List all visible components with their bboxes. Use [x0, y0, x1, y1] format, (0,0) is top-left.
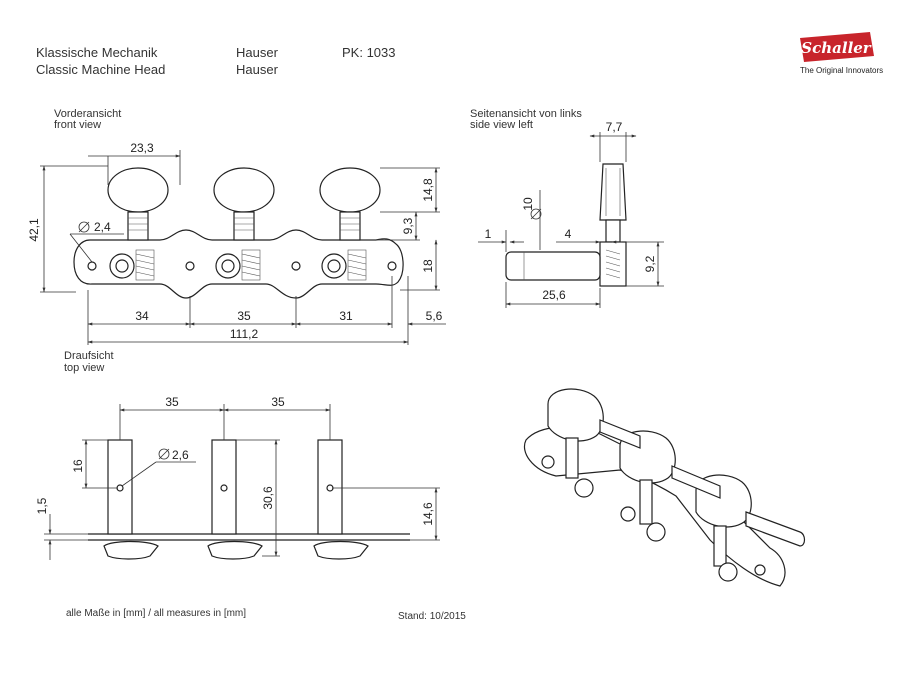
mounting-hole — [185, 261, 195, 271]
mounting-hole — [291, 261, 301, 271]
front-view-label-de: Vorderansicht — [54, 108, 122, 120]
dim-35-top-b: 35 — [271, 395, 285, 409]
title-german: Klassische Mechanik — [36, 45, 158, 60]
dim-9-3: 9,3 — [401, 217, 415, 234]
dim-5-6: 5,6 — [426, 309, 443, 323]
dim-4: 4 — [565, 227, 572, 241]
side-view: 7,7 10 1 4 9,2 25,6 — [478, 120, 664, 308]
tuner-3 — [319, 167, 381, 281]
dim-14-6: 14,6 — [421, 502, 435, 526]
front-view: 23,3 42,1 2,4 14,8 9,3 18 — [27, 141, 446, 345]
revision-date: Stand: 10/2015 — [398, 611, 466, 622]
dim-25-6: 25,6 — [542, 288, 566, 302]
dim-111-2: 111,2 — [230, 327, 259, 341]
dim-16: 16 — [71, 459, 85, 473]
dim-dia-2-6: 2,6 — [172, 448, 189, 462]
schaller-logo: Schaller The Original Innovators — [798, 30, 883, 80]
side-view-label-en: side view left — [470, 119, 533, 131]
brand-tagline: The Original Innovators — [800, 66, 884, 75]
tuner-2 — [213, 167, 275, 281]
mounting-hole — [87, 261, 97, 271]
model-english: Hauser — [236, 62, 278, 77]
dim-35-top-a: 35 — [165, 395, 179, 409]
dim-42-1: 42,1 — [27, 218, 41, 242]
top-button-2 — [207, 540, 263, 560]
dim-1-5: 1,5 — [35, 497, 49, 514]
front-view-label-en: front view — [54, 119, 102, 131]
dim-7-7: 7,7 — [606, 120, 623, 134]
dim-18: 18 — [421, 259, 435, 273]
side-post — [505, 251, 601, 281]
top-button-1 — [103, 540, 159, 560]
dim-dia-10: 10 — [521, 197, 535, 211]
dim-31: 31 — [339, 309, 353, 323]
dim-9-2: 9,2 — [643, 255, 657, 272]
mounting-hole — [387, 261, 397, 271]
tuner-1 — [107, 167, 169, 281]
dim-30-6: 30,6 — [261, 486, 275, 510]
dim-dia-2-4: 2,4 — [94, 220, 111, 234]
svg-text:Schaller: Schaller — [801, 39, 872, 57]
perspective-view — [523, 388, 806, 587]
dim-1: 1 — [485, 227, 492, 241]
title-english: Classic Machine Head — [36, 62, 166, 77]
model-german: Hauser — [236, 45, 278, 60]
top-view-label-de: Draufsicht — [64, 350, 114, 362]
dim-14-8: 14,8 — [421, 178, 435, 202]
side-button — [599, 163, 627, 221]
side-view-label-de: Seitenansicht von links — [470, 108, 582, 120]
dim-35: 35 — [237, 309, 251, 323]
dim-23-3: 23,3 — [130, 141, 154, 155]
perspective-button-1 — [547, 388, 604, 442]
units-note: alle Maße in [mm] / all measures in [mm] — [66, 608, 247, 619]
part-number: PK: 1033 — [342, 45, 396, 60]
top-view: 35 35 16 2,6 30,6 1,5 — [35, 395, 440, 560]
dim-34: 34 — [135, 309, 149, 323]
top-view-label-en: top view — [64, 362, 105, 374]
top-button-3 — [313, 540, 369, 560]
